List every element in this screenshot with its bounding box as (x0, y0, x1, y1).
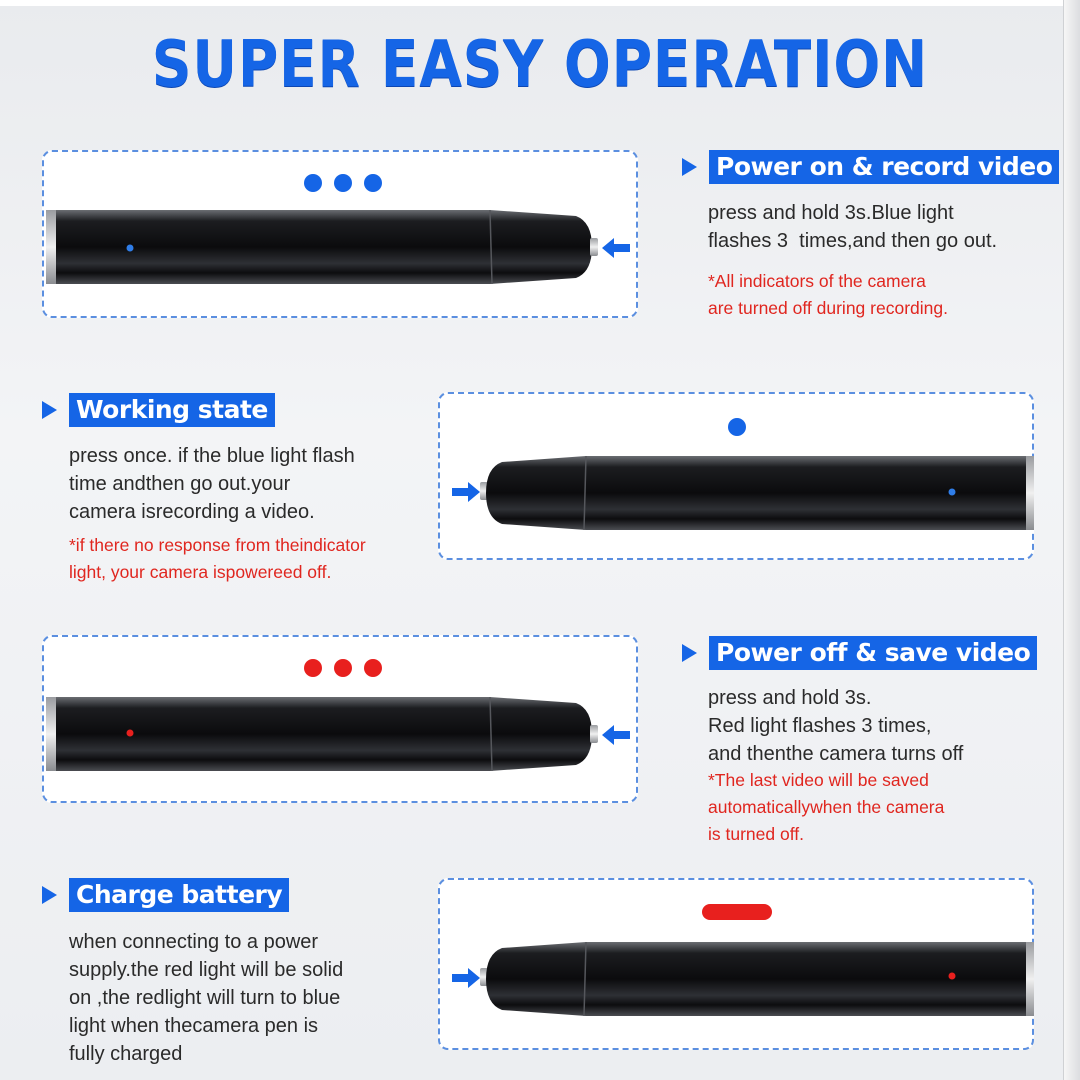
step-note: *if there no response from theindicator … (69, 535, 366, 582)
step-heading-power-off: Power off & save video (682, 636, 1038, 670)
step-label: Working state (69, 393, 275, 427)
step-description: press and hold 3s.Blue light flashes 3 t… (708, 202, 998, 252)
step-heading-working-state: Working state (42, 393, 275, 427)
left-arrow-icon (602, 238, 630, 258)
press-arrow (600, 236, 632, 265)
right-triangle-icon (682, 158, 697, 176)
right-triangle-icon (42, 886, 57, 904)
indicator-dot (364, 174, 382, 192)
indicator-solid-red (702, 904, 772, 920)
camera-pen-icon (46, 696, 598, 772)
right-triangle-icon (682, 644, 697, 662)
step-description: press once. if the blue light flash time… (69, 445, 355, 523)
step-description: when connecting to a power supply.the re… (69, 931, 344, 1065)
indicator-dot (728, 418, 746, 436)
camera-pen-icon (480, 941, 1034, 1017)
indicator-blue-flashes (304, 174, 382, 192)
step-label: Power off & save video (709, 636, 1038, 670)
page-title: SUPER EASY OPERATION (151, 28, 929, 102)
pen-panel-power-off (42, 635, 638, 803)
step-label: Power on & record video (709, 150, 1060, 184)
right-triangle-icon (42, 401, 57, 419)
indicator-dot (304, 174, 322, 192)
step-heading-charge-battery: Charge battery (42, 878, 290, 912)
camera-pen-image (46, 691, 602, 777)
camera-pen-image (480, 936, 1036, 1022)
frame-edge (1063, 0, 1080, 1080)
press-arrow (600, 723, 632, 752)
step-note: *All indicators of the camera are turned… (708, 271, 948, 318)
press-arrow (450, 966, 482, 995)
step-note: *The last video will be saved automatica… (708, 770, 945, 844)
right-arrow-icon (452, 968, 480, 988)
indicator-dot (334, 659, 352, 677)
camera-pen-image (480, 450, 1036, 536)
right-arrow-icon (452, 482, 480, 502)
left-arrow-icon (602, 725, 630, 745)
camera-pen-icon (46, 209, 598, 285)
step-description: press and hold 3s. Red light flashes 3 t… (708, 687, 964, 765)
pen-panel-charge-battery (438, 878, 1034, 1050)
indicator-dot (364, 659, 382, 677)
pen-panel-working-state (438, 392, 1034, 560)
indicator-red-flashes (304, 659, 382, 677)
indicator-dot (334, 174, 352, 192)
indicator-dot (304, 659, 322, 677)
press-arrow (450, 480, 482, 509)
camera-pen-icon (480, 455, 1034, 531)
pen-panel-power-on (42, 150, 638, 318)
frame-top (0, 0, 1080, 6)
indicator-blue-flash (728, 418, 746, 436)
step-heading-power-on: Power on & record video (682, 150, 1060, 184)
step-label: Charge battery (69, 878, 290, 912)
camera-pen-image (46, 204, 602, 290)
